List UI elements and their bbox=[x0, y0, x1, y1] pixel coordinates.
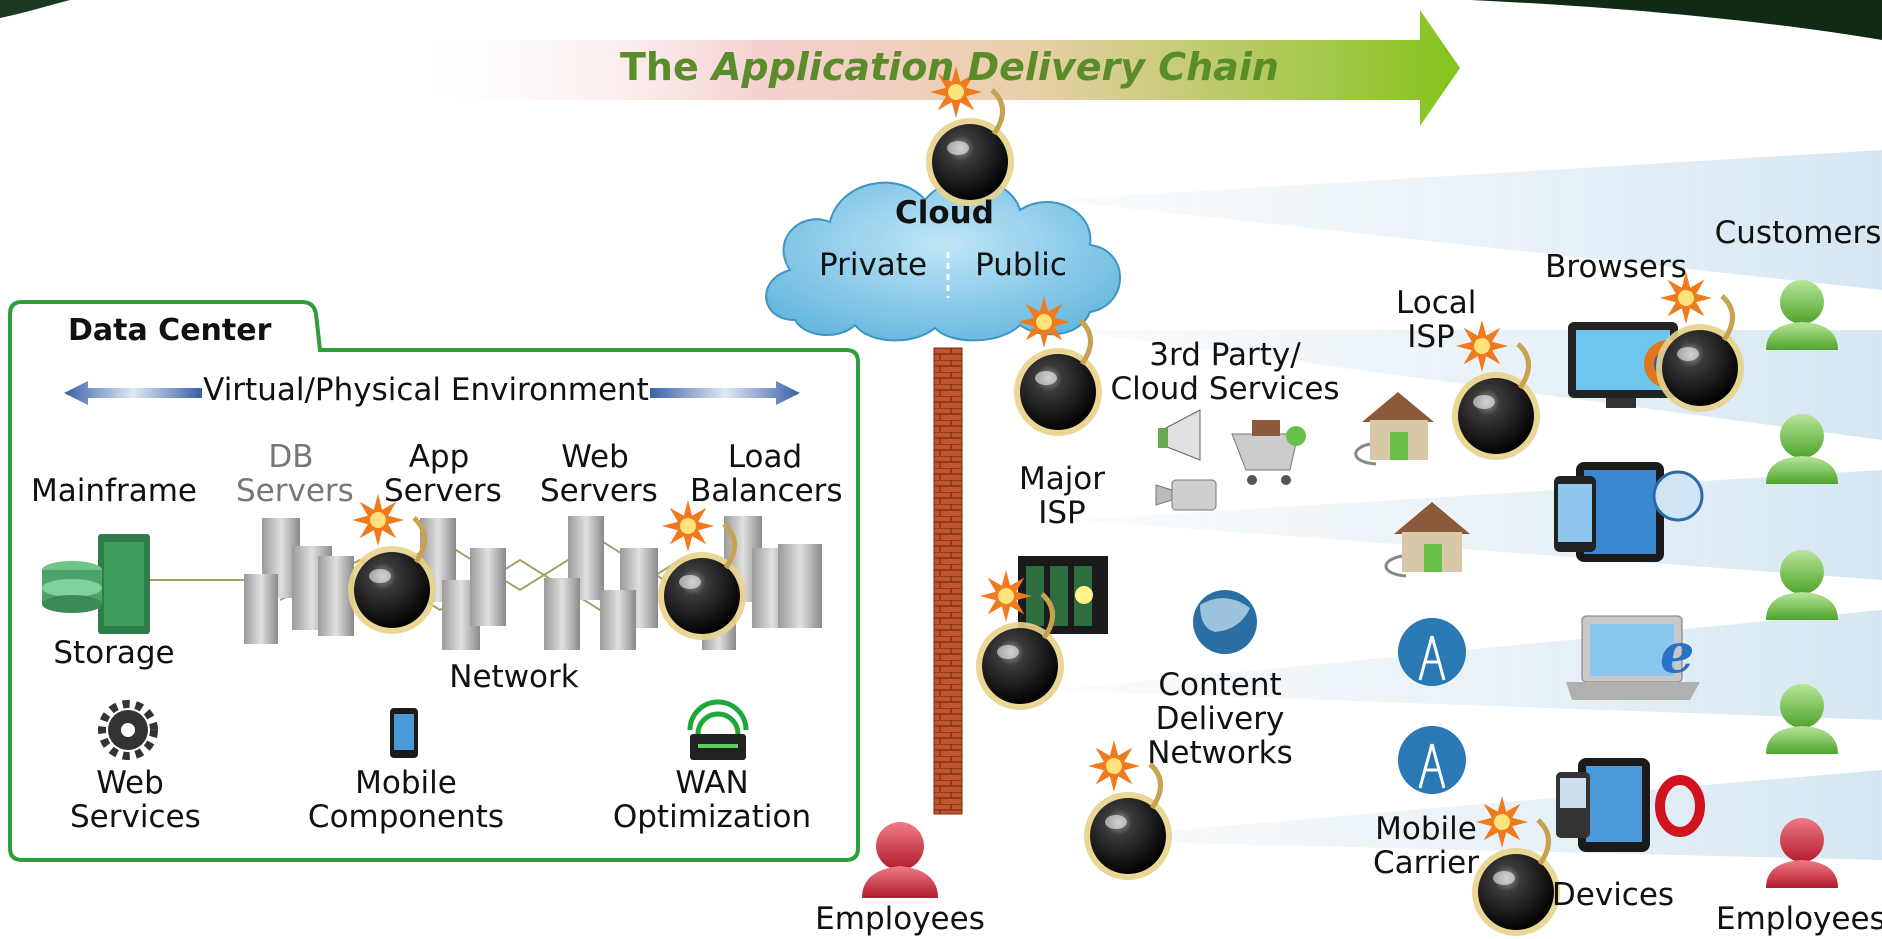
bomb-icon-mobile-carrier bbox=[1472, 796, 1560, 936]
top-right-swoosh bbox=[1470, 0, 1882, 40]
shopping-cart-icon bbox=[1231, 420, 1306, 485]
customer-avatar-3 bbox=[1766, 550, 1838, 620]
network-label: Network bbox=[449, 659, 579, 695]
diagram-title: The Application Delivery Chain bbox=[620, 45, 1279, 89]
major-isp-label-1: Major bbox=[1018, 461, 1106, 497]
svg-text:e: e bbox=[1660, 621, 1694, 685]
megaphone-icon bbox=[1158, 409, 1201, 461]
customer-avatar-1 bbox=[1766, 280, 1838, 350]
mobile-components-label-1: Mobile bbox=[355, 765, 457, 801]
bomb-icon-cloud bbox=[926, 66, 1014, 206]
browsers-label: Browsers bbox=[1545, 249, 1687, 285]
web-servers-label-2: Servers bbox=[540, 473, 658, 509]
tablet-phone-icon bbox=[1554, 462, 1704, 562]
house-icon-top bbox=[1354, 392, 1434, 466]
video-camera-icon bbox=[1155, 479, 1217, 511]
bomb-icon-app-servers bbox=[348, 494, 436, 634]
db-servers-label-2: Servers bbox=[236, 473, 354, 509]
bomb-icon-cdn bbox=[1084, 740, 1172, 880]
cloud-private-label: Private bbox=[818, 247, 928, 283]
mobile-components-label-2: Components bbox=[307, 799, 505, 835]
bomb-icon-browsers bbox=[1656, 272, 1744, 412]
mobile-phone-icon bbox=[390, 708, 418, 758]
gear-icon bbox=[98, 700, 158, 760]
title-emphasis: Application Delivery Chain bbox=[711, 45, 1279, 89]
mobile-carrier-label-1: Mobile bbox=[1375, 811, 1477, 847]
top-left-swoosh bbox=[0, 0, 70, 18]
bombs-layer bbox=[348, 66, 1744, 936]
wan-optimization-label-2: Optimization bbox=[612, 799, 812, 835]
load-balancers-label-1: Load bbox=[727, 439, 803, 475]
cdn-label-3: Networks bbox=[1147, 735, 1293, 771]
web-services-label-2: Services bbox=[70, 799, 201, 835]
mainframe-storage-graphic bbox=[42, 534, 150, 634]
cdn-label-2: Delivery bbox=[1155, 701, 1285, 737]
db-servers-label-1: DB bbox=[268, 439, 314, 475]
cell-tower-icon-top bbox=[1398, 618, 1466, 686]
firewall bbox=[933, 347, 963, 815]
customers-label: Customers bbox=[1714, 215, 1882, 251]
employees-left-label: Employees bbox=[815, 901, 985, 937]
mainframe-label: Mainframe bbox=[31, 473, 197, 509]
local-isp-label-2: ISP bbox=[1407, 319, 1455, 355]
mobile-devices-icon bbox=[1556, 758, 1705, 852]
local-isp-label-1: Local bbox=[1396, 285, 1477, 321]
customer-avatar-2 bbox=[1766, 414, 1838, 484]
customer-avatar-4 bbox=[1766, 684, 1838, 754]
storage-label: Storage bbox=[53, 635, 175, 671]
title-prefix: The bbox=[620, 45, 712, 89]
third-party-label-2: Cloud Services bbox=[1110, 371, 1340, 407]
house-icon-bottom bbox=[1384, 502, 1470, 578]
network-rack-graphic bbox=[1018, 556, 1108, 634]
employee-avatar-left bbox=[862, 822, 938, 898]
cloud-public-label: Public bbox=[975, 247, 1067, 283]
cdn-label-1: Content bbox=[1158, 667, 1282, 703]
environment-arrow bbox=[64, 381, 800, 405]
cloud-shape bbox=[765, 178, 1121, 342]
bomb-icon-major-isp bbox=[976, 570, 1064, 710]
cell-tower-icon-bottom bbox=[1398, 726, 1466, 794]
web-services-label-1: Web bbox=[96, 765, 164, 801]
third-party-label-1: 3rd Party/ bbox=[1149, 337, 1301, 373]
app-servers-label-2: Servers bbox=[384, 473, 502, 509]
app-servers-label-1: App bbox=[408, 439, 470, 475]
delivery-chain-arrow bbox=[390, 10, 1460, 126]
devices-label: Devices bbox=[1551, 877, 1675, 913]
wan-optimization-label-1: WAN bbox=[675, 765, 749, 801]
load-balancers-label-2: Balancers bbox=[690, 473, 843, 509]
cloud-title: Cloud bbox=[895, 195, 994, 231]
environment-label: Virtual/Physical Environment bbox=[203, 372, 649, 408]
data-center-title: Data Center bbox=[68, 313, 272, 348]
bomb-icon-isp bbox=[1014, 296, 1102, 436]
employee-avatar-right bbox=[1766, 818, 1838, 888]
mobile-carrier-label-2: Carrier bbox=[1372, 845, 1480, 881]
web-servers-label-1: Web bbox=[561, 439, 629, 475]
bomb-icon-local-isp bbox=[1452, 320, 1540, 460]
globe-icon bbox=[1193, 590, 1257, 654]
wifi-router-icon bbox=[687, 699, 749, 760]
bomb-icon-load-balancers bbox=[658, 500, 746, 640]
major-isp-label-2: ISP bbox=[1038, 495, 1086, 531]
employees-right-label: Employees bbox=[1716, 901, 1882, 937]
laptop-icon: e bbox=[1566, 615, 1700, 700]
